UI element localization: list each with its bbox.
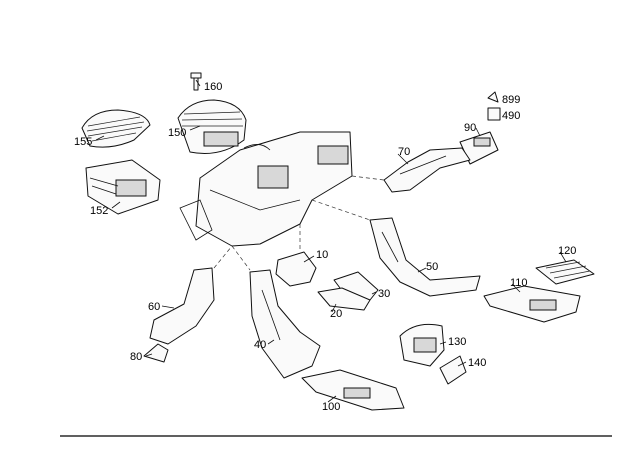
part-130-vent <box>399 323 445 367</box>
part-40-duct <box>249 269 321 379</box>
callout-80: 80 <box>130 351 142 363</box>
callout-90: 90 <box>464 122 476 134</box>
part-20-duct <box>317 287 371 311</box>
part-152-vent-housing <box>85 159 161 215</box>
callout-70: 70 <box>398 146 410 158</box>
part-110-panel <box>483 285 581 323</box>
part-10-duct <box>275 251 317 287</box>
callout-899: 899 <box>502 94 520 106</box>
part-160-screw <box>190 72 202 91</box>
callout-60: 60 <box>148 301 160 313</box>
part-60-duct <box>149 267 215 345</box>
callout-152: 152 <box>90 205 108 217</box>
part-150-grille-panel <box>177 99 247 154</box>
callout-30: 30 <box>378 288 390 300</box>
callout-140: 140 <box>468 357 486 369</box>
callout-40: 40 <box>254 339 266 351</box>
part-155-grille <box>81 109 151 148</box>
callout-100: 100 <box>322 401 340 413</box>
callout-490: 490 <box>502 110 520 122</box>
part-80-clip <box>143 343 169 363</box>
callout-155: 155 <box>74 136 92 148</box>
part-100-panel <box>301 369 405 411</box>
part-899-clip <box>487 91 499 103</box>
callout-120: 120 <box>558 245 576 257</box>
callout-10: 10 <box>316 249 328 261</box>
callout-150: 150 <box>168 127 186 139</box>
part-50-duct <box>369 217 481 297</box>
part-140-switch <box>439 355 467 385</box>
part-120-grille <box>535 259 595 285</box>
callout-labels: 160 155 150 152 899 490 90 70 10 50 120 … <box>74 81 576 413</box>
callout-50: 50 <box>426 261 438 273</box>
part-hvac-housing <box>179 131 353 247</box>
callout-20: 20 <box>330 308 342 320</box>
callout-160: 160 <box>204 81 222 93</box>
callout-110: 110 <box>510 277 528 289</box>
callout-130: 130 <box>448 336 466 348</box>
part-490-connector <box>487 107 501 121</box>
leader-lines <box>95 79 567 403</box>
part-70-duct <box>383 147 471 193</box>
